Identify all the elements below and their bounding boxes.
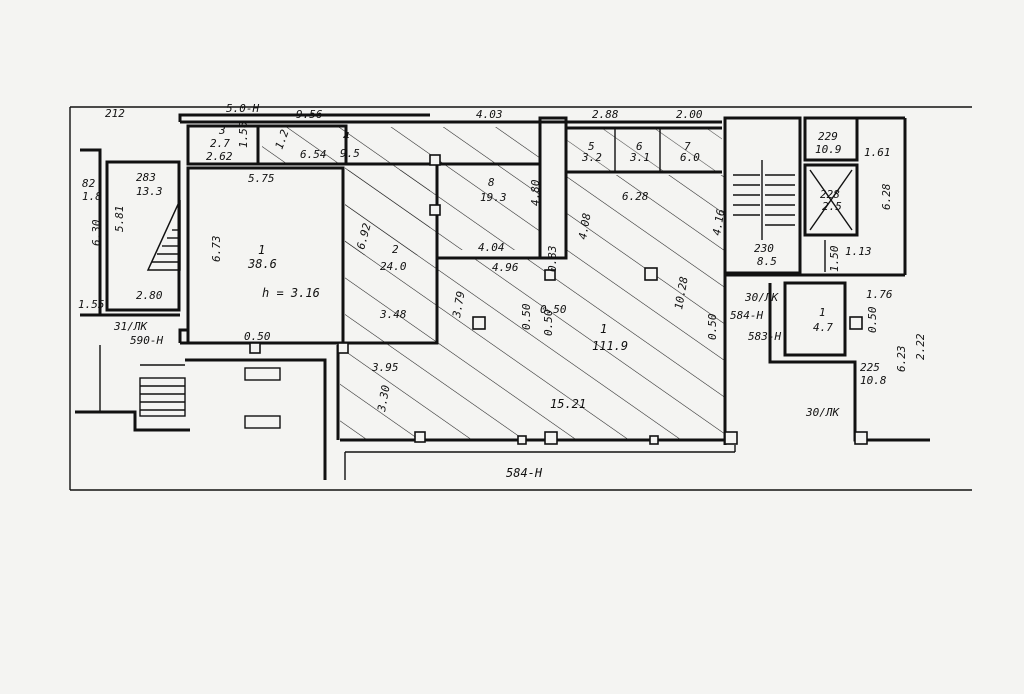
dim-label: 0.50 — [542, 309, 555, 336]
room-number: 1 — [258, 243, 265, 257]
dim-label: 9.56 — [296, 108, 323, 121]
dim-label: 5.0-Н — [226, 102, 259, 115]
room-number: 283 — [136, 171, 156, 184]
room-number: 1 — [819, 306, 826, 319]
dim-label: 15.21 — [550, 397, 586, 411]
dim-label: 1.61 — [864, 146, 891, 159]
dim-label: 1.76 — [866, 288, 893, 301]
dim-label: 3.79 — [450, 290, 468, 319]
label-31lk: 31/ЛК — [113, 320, 148, 333]
room-area: 3.1 — [629, 151, 650, 164]
room-area: 111.9 — [592, 339, 628, 353]
dim-label: 5.81 — [113, 206, 126, 233]
dim-label: 212 — [105, 107, 125, 120]
dim-label: 2.00 — [676, 108, 703, 121]
plan-labels: 212 9.56 4.03 2.88 2.00 5.0-Н 3 2.7 2.62… — [78, 102, 927, 480]
room-number: 4 — [343, 130, 350, 143]
dim-label: 6.30 — [90, 219, 103, 246]
room-number: 7 — [684, 140, 691, 153]
dim-label: 6.73 — [210, 236, 223, 263]
dim-label: 6.23 — [895, 346, 908, 373]
dim-label: 2.62 — [206, 150, 233, 163]
label-584h: 584-Н — [730, 309, 763, 322]
dim-label: 2.22 — [914, 333, 927, 360]
dim-label: 4.03 — [476, 108, 503, 121]
dim-label: 0.83 — [546, 246, 559, 273]
dim-label: 2.88 — [592, 108, 619, 121]
room-number: 8 — [488, 176, 495, 189]
room-number: 2 — [392, 243, 399, 256]
walls — [75, 113, 930, 480]
room-area: 19.3 — [480, 191, 507, 204]
label-583h: 583-Н — [748, 330, 781, 343]
room-area: 9.5 — [340, 147, 360, 160]
label-590h: 590-Н — [130, 334, 163, 347]
room-area: 3.2 — [581, 151, 602, 164]
columns — [249, 154, 868, 445]
room-area: 24.0 — [380, 260, 407, 273]
room-area: 38.6 — [247, 257, 277, 271]
dim-label: 10.28 — [672, 275, 691, 310]
dim-label: 3.30 — [375, 384, 393, 414]
dim-label: 8.5 — [757, 255, 777, 268]
room-number: 3 — [218, 124, 226, 137]
dim-label: 1.56 — [237, 121, 250, 148]
sheet-frame — [69, 106, 972, 491]
label-30lk: 30/ЛК — [805, 406, 840, 419]
dim-label: 6.28 — [622, 190, 649, 203]
stair-lower-left — [139, 377, 186, 417]
dim-label: 0.50 — [706, 313, 719, 340]
room-number: 225 — [860, 361, 880, 374]
room-number: 6 — [636, 140, 643, 153]
dim-label: 4.96 — [492, 261, 519, 274]
dim-label: 2.80 — [136, 289, 163, 302]
room-number: 1 — [600, 322, 607, 336]
dim-label: 1.8 — [82, 190, 102, 203]
label-584h: 584-Н — [506, 466, 543, 480]
dim-label: 4.80 — [529, 179, 542, 206]
stair-right — [733, 160, 795, 240]
dim-label: 6.54 — [300, 148, 327, 161]
room-area: 13.3 — [136, 185, 163, 198]
dim-label: 1.13 — [845, 245, 872, 258]
dim-label: 0.50 — [244, 330, 271, 343]
dim-label: 230 — [754, 242, 774, 255]
room-area: 2.7 — [210, 137, 230, 150]
room-number: 229 — [818, 130, 838, 143]
room-area: 4.7 — [813, 321, 833, 334]
height-label: h = 3.16 — [262, 286, 320, 300]
dim-label: 0.50 — [520, 303, 533, 330]
dim-label: 0.50 — [866, 306, 879, 333]
dim-label: 0.50 — [540, 303, 567, 316]
hatched-area — [262, 127, 725, 440]
dim-label: 4.08 — [576, 212, 593, 241]
stair-left — [146, 199, 181, 271]
room-area: 2.5 — [822, 200, 842, 213]
dim-label: 4.16 — [710, 208, 727, 237]
dim-label: 82 — [82, 177, 96, 190]
dim-label: 5.75 — [248, 172, 275, 185]
dim-label: 3.48 — [379, 308, 407, 321]
room-area: 10.9 — [815, 143, 842, 156]
room-number: 228 — [820, 188, 840, 201]
label-30lk: 30/ЛК — [744, 291, 779, 304]
room-number: 5 — [588, 140, 595, 153]
dim-label: 3.95 — [371, 361, 399, 374]
dim-label: 6.28 — [880, 183, 893, 210]
room-area: 10.8 — [860, 374, 887, 387]
dim-label: 4.04 — [478, 241, 505, 254]
room-area: 6.0 — [680, 151, 700, 164]
dim-label: 1.55 — [78, 298, 105, 311]
dim-label: 1.50 — [828, 245, 841, 272]
